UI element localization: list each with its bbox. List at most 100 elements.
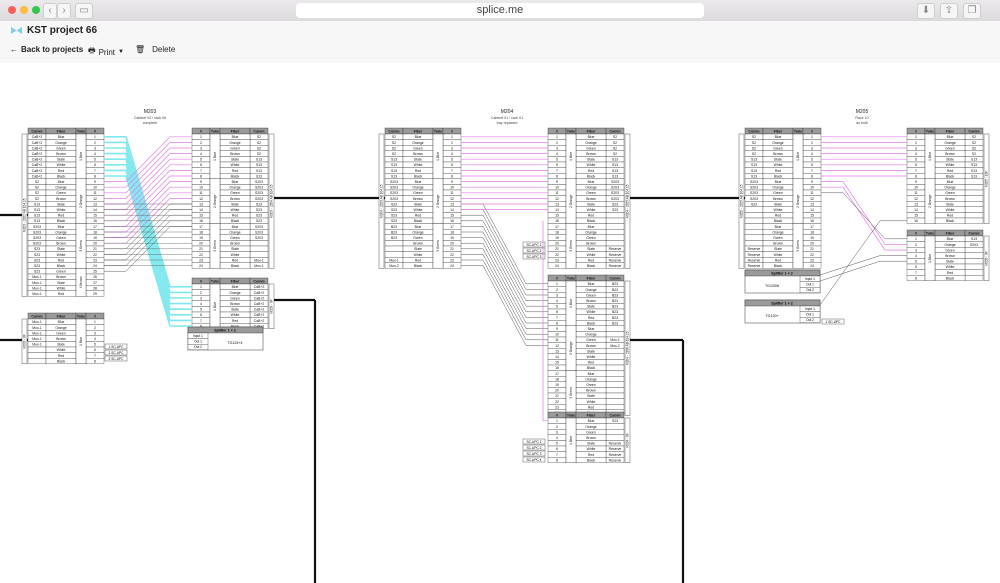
fiber-link[interactable]: [104, 147, 192, 194]
fiber-link[interactable]: [104, 147, 192, 299]
maximize-window-button[interactable]: [32, 6, 40, 14]
splitter-port[interactable]: [799, 287, 821, 293]
connector-tag[interactable]: 2 SC-UPC: [104, 349, 128, 356]
fiber-link[interactable]: [461, 248, 548, 329]
fiber-link[interactable]: [461, 254, 548, 335]
back-to-projects-button[interactable]: ←Back to projects: [10, 45, 83, 54]
print-button[interactable]: 🖶Print▼: [88, 45, 124, 59]
connector-tag[interactable]: 1 SC-UPC: [104, 343, 128, 350]
tabs-icon[interactable]: ❐: [963, 3, 981, 19]
fiber-link[interactable]: [461, 237, 548, 318]
connector-tag[interactable]: SC-UPC 4: [522, 456, 546, 463]
fiber-link[interactable]: [461, 214, 548, 296]
share-icon[interactable]: ⇪: [940, 3, 958, 19]
connector-tag[interactable]: 3 SC-UPC: [104, 355, 128, 362]
fiber-link[interactable]: [104, 158, 192, 310]
fiber-link[interactable]: [461, 242, 548, 324]
fiber-link[interactable]: [104, 136, 192, 288]
fiber-link[interactable]: [819, 255, 907, 276]
fiber-link[interactable]: [104, 164, 192, 316]
